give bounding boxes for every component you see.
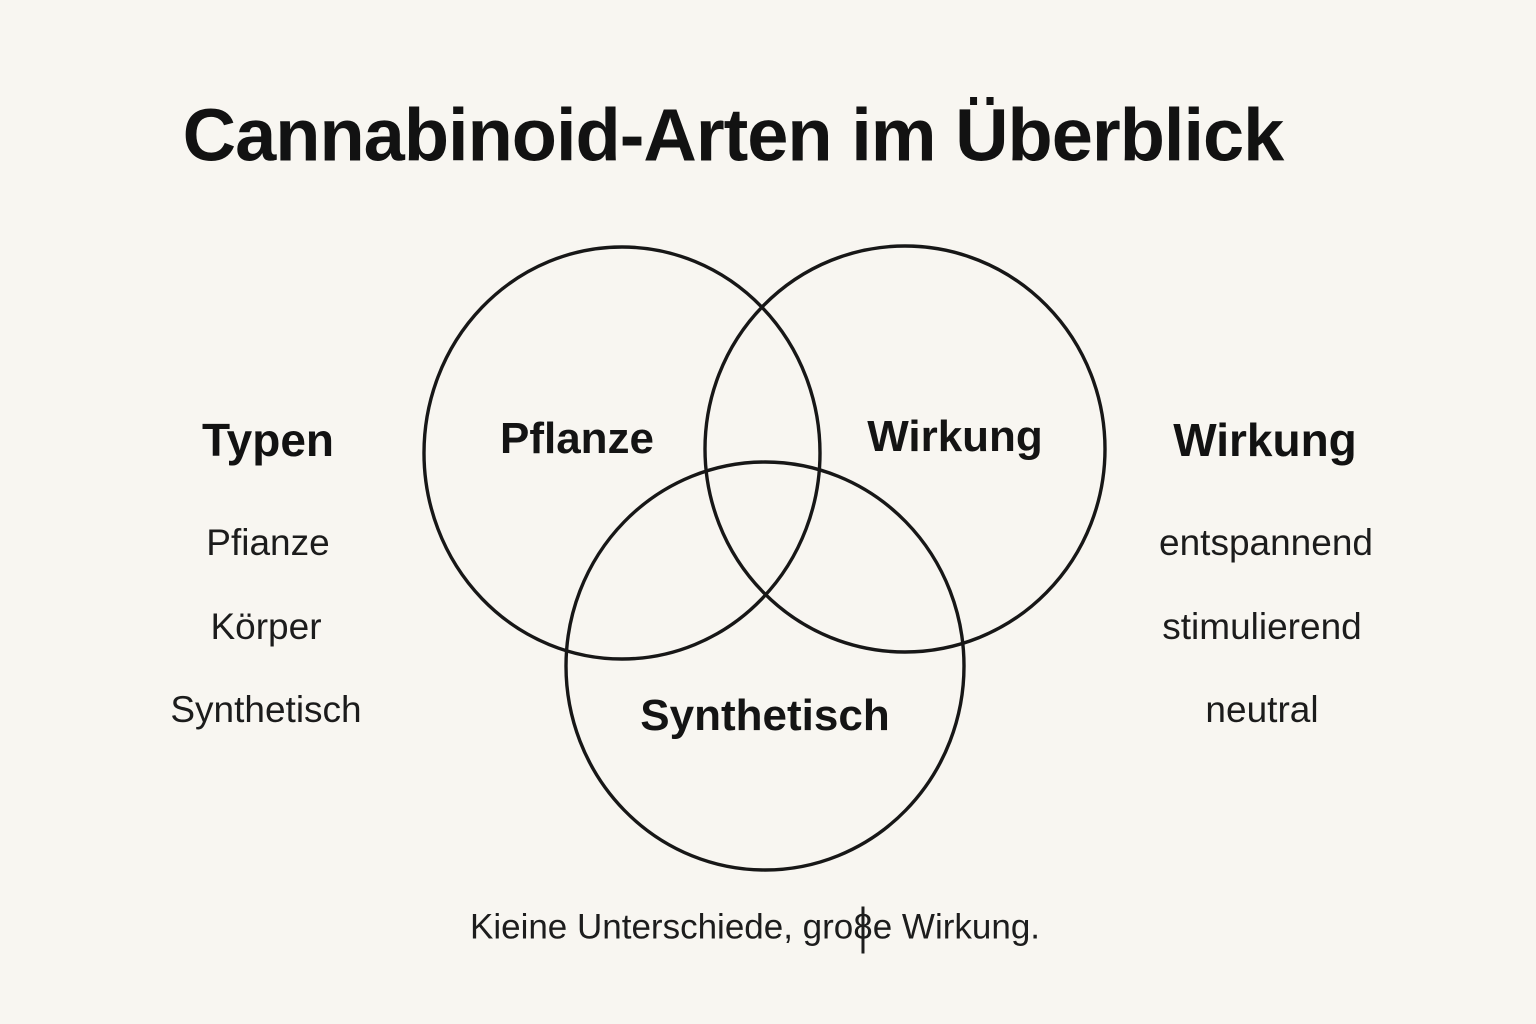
venn-label-wirkung: Wirkung bbox=[867, 412, 1043, 461]
page-title: Cannabinoid-Arten im Überblick bbox=[182, 93, 1285, 177]
right-column-item-entspannend: entspannend bbox=[1159, 522, 1373, 563]
corrupted-eszett-glyph: 8 bbox=[853, 907, 873, 947]
venn-circle-wirkung bbox=[703, 244, 1107, 654]
caption: Kieine Unterschiede, gro8e Wirkung. bbox=[470, 910, 1040, 945]
left-column-item-synthetisch: Synthetisch bbox=[170, 689, 362, 730]
venn-circle-synthetisch bbox=[564, 460, 966, 872]
caption-prefix: Kieine Unterschiede, gro bbox=[469, 907, 854, 947]
caption-suffix: e Wirkung. bbox=[872, 907, 1041, 947]
left-column-header: Typen bbox=[201, 414, 335, 466]
right-column-item-stimulierend: stimulierend bbox=[1162, 606, 1362, 647]
right-column-header: Wirkung bbox=[1173, 414, 1357, 466]
venn-label-pflanze: Pflanze bbox=[499, 414, 655, 463]
left-column-item-pfianze: Pfianze bbox=[206, 522, 330, 563]
venn-circle-pflanze bbox=[422, 245, 822, 661]
venn-label-synthetisch: Synthetisch bbox=[640, 691, 890, 740]
left-column-item-koerper: Körper bbox=[210, 606, 322, 647]
right-column-item-neutral: neutral bbox=[1205, 689, 1319, 730]
